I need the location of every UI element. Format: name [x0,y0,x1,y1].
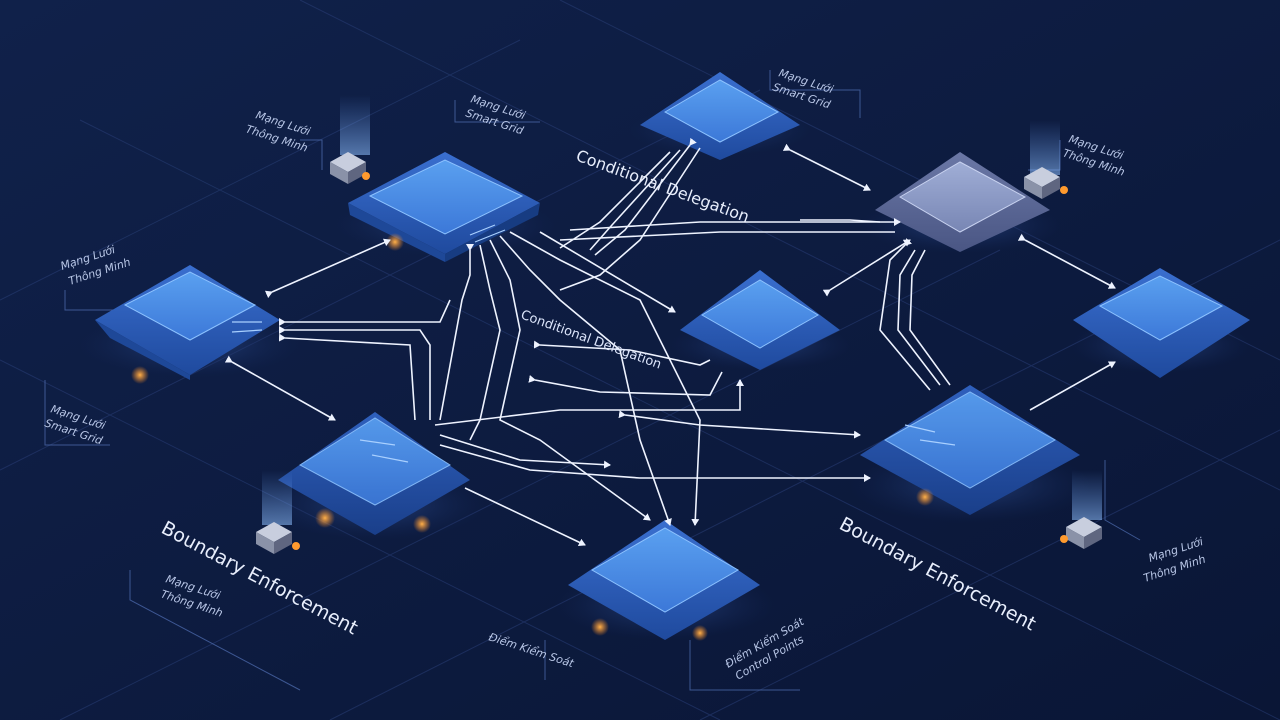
node-i[interactable] [568,520,760,640]
controller-icon [330,152,370,184]
node-e[interactable] [680,270,840,370]
controller-devices [256,95,1102,554]
node-d[interactable] [875,152,1050,252]
node-b[interactable] [95,265,280,380]
face-arrows [231,224,956,463]
node-g[interactable] [278,412,470,535]
node-c[interactable] [640,72,800,160]
node-h[interactable] [860,385,1080,515]
node-a[interactable] [348,152,540,262]
status-glows [131,233,934,641]
connection-arrows [224,137,1116,547]
controller-icon [1024,167,1068,199]
node-f[interactable] [1073,268,1250,378]
leader-lines [44,70,1141,691]
controller-icon [256,522,300,554]
controller-icon [1060,517,1102,549]
